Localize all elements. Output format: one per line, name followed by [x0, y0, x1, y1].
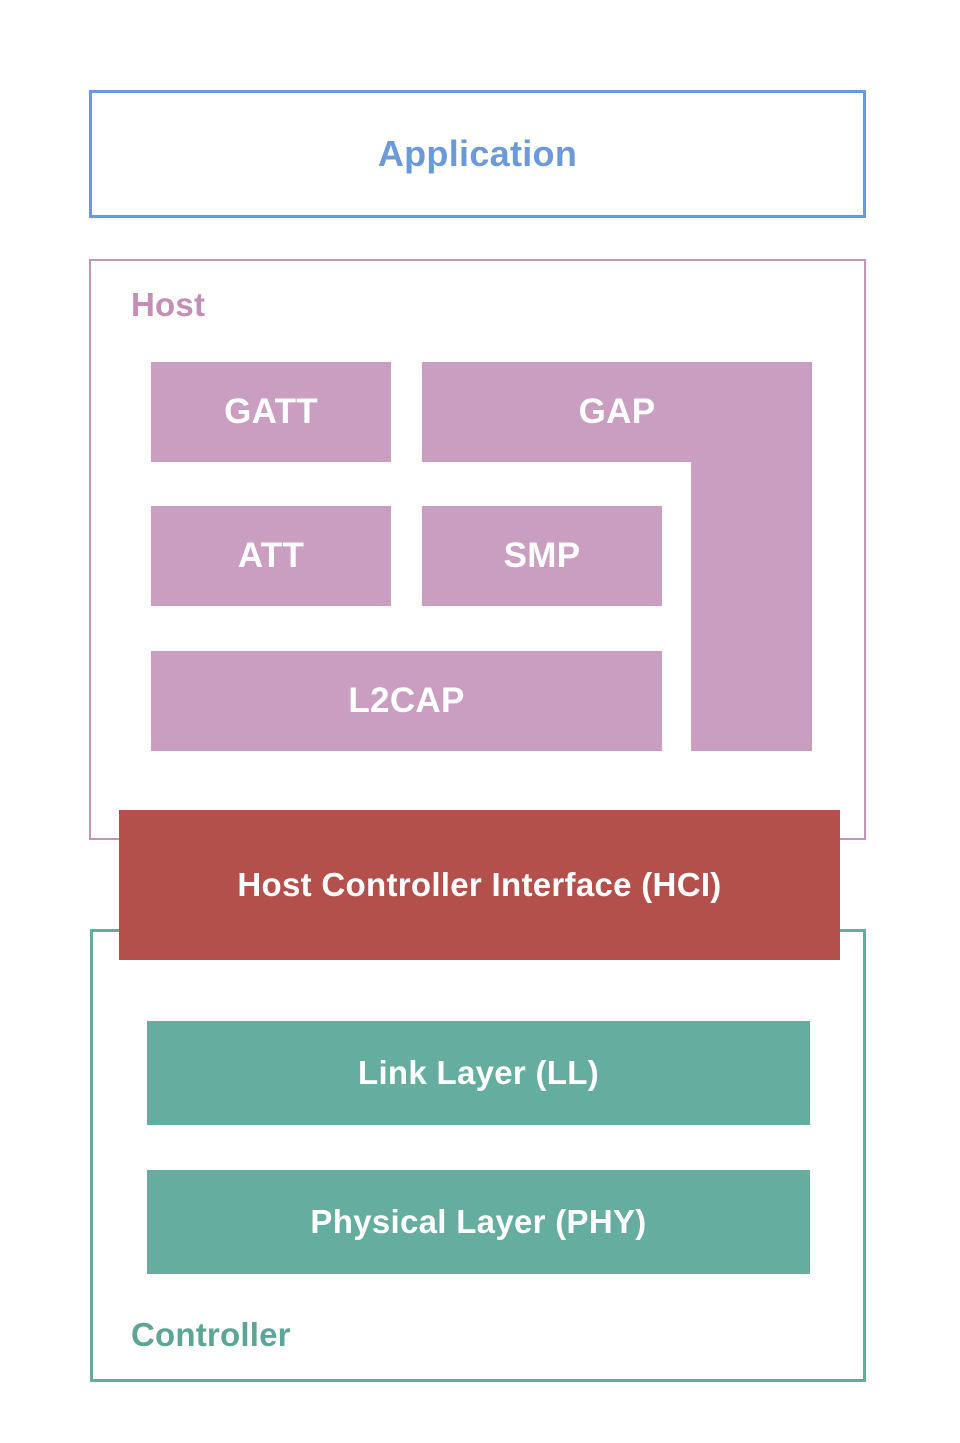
controller-layer-box[interactable]: Controller [90, 929, 866, 1382]
host-block-l2cap[interactable]: L2CAP [151, 651, 662, 751]
host-block-l2cap-label: L2CAP [348, 680, 465, 720]
application-label: Application [377, 133, 578, 174]
controller-block-link-layer[interactable]: Link Layer (LL) [147, 1021, 810, 1125]
controller-label: Controller [131, 1316, 291, 1353]
host-block-att[interactable]: ATT [151, 506, 391, 606]
host-controller-interface-bar[interactable]: Host Controller Interface (HCI) [119, 810, 840, 960]
host-block-smp[interactable]: SMP [422, 506, 662, 606]
controller-block-link-layer-label: Link Layer (LL) [357, 1053, 600, 1091]
host-block-gap-label: GAP [578, 391, 656, 431]
host-label: Host [131, 286, 206, 323]
controller-block-physical-layer[interactable]: Physical Layer (PHY) [147, 1170, 810, 1274]
controller-block-physical-layer-label: Physical Layer (PHY) [310, 1202, 647, 1240]
host-block-smp-label: SMP [503, 535, 581, 575]
host-controller-interface-label: Host Controller Interface (HCI) [237, 865, 722, 903]
application-layer-box[interactable]: Application [89, 90, 866, 218]
host-block-att-label: ATT [237, 535, 305, 575]
host-block-gatt[interactable]: GATT [151, 362, 391, 462]
host-block-gatt-label: GATT [224, 391, 318, 431]
